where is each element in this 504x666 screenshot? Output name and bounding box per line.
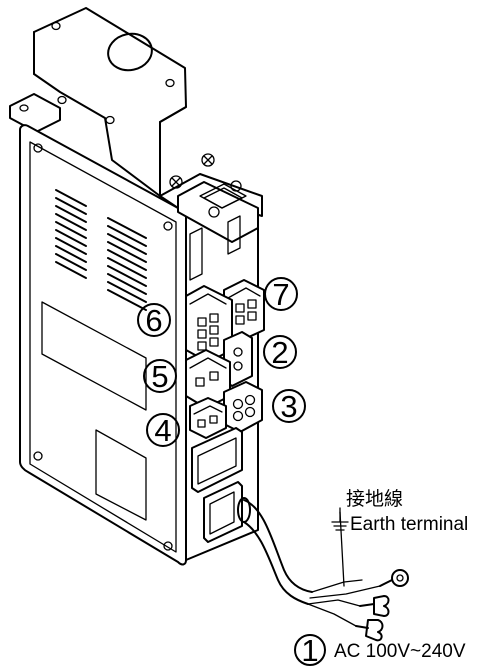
vent-slots-left xyxy=(55,189,87,279)
side-slots xyxy=(189,215,241,281)
connector-4 xyxy=(189,397,227,439)
earth-label-en: Earth terminal xyxy=(350,514,468,535)
callout-6-label: 6 xyxy=(145,303,162,338)
label-recess-lower xyxy=(95,429,147,521)
ground-icon xyxy=(331,507,349,531)
mounting-bracket xyxy=(9,7,187,197)
connector-3 xyxy=(223,381,263,433)
callout-5-label: 5 xyxy=(151,359,168,394)
callout-5: 5 xyxy=(143,359,177,394)
cable-gland xyxy=(203,481,251,543)
callout-4: 4 xyxy=(146,413,180,448)
power-cable xyxy=(243,499,409,642)
callout-4-label: 4 xyxy=(154,413,171,448)
callout-3-label: 3 xyxy=(280,389,297,424)
callout-3: 3 xyxy=(272,389,306,424)
label-recess-upper xyxy=(41,301,147,411)
callout-7-label: 7 xyxy=(272,277,289,312)
connector-7 xyxy=(223,279,265,343)
power-switch xyxy=(191,427,243,493)
callout-2-label: 2 xyxy=(271,335,288,370)
callout-2: 2 xyxy=(263,335,297,370)
callout-1-label: 1 xyxy=(301,633,318,666)
callout-1: 1 xyxy=(294,633,326,666)
vent-slots-right xyxy=(107,217,147,311)
callout-7: 7 xyxy=(264,277,298,312)
callout-6: 6 xyxy=(137,303,171,338)
top-port xyxy=(169,153,259,243)
ac-input-label: AC 100V~240V xyxy=(334,641,466,662)
earth-label-cjk: 接地線 xyxy=(346,488,403,510)
